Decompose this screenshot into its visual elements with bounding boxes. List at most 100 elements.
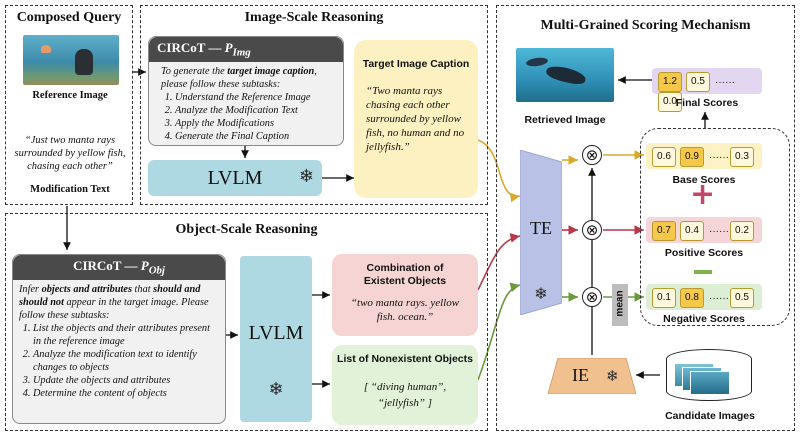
snowflake-icon: ❄ <box>606 369 619 385</box>
cot-obj-intro-c: appear in the target image. Please follo… <box>19 296 209 321</box>
retrieved-image <box>516 48 614 102</box>
cot-img-text: To generate the target image caption, pl… <box>149 62 343 143</box>
jellyfish-shape <box>41 45 51 53</box>
cot-obj-step: Analyze the modification text to identif… <box>33 348 219 374</box>
positive-score-cell: 0.2 <box>730 221 754 241</box>
multiply-icon: ⊗ <box>582 287 602 307</box>
negative-score-cell: 0.5 <box>730 288 754 308</box>
cot-img-header: CIRCoT — PImg <box>149 37 343 62</box>
target-caption-title: Target Image Caption <box>362 58 470 70</box>
retrieved-image-label: Retrieved Image <box>524 114 606 126</box>
snowflake-icon: ❄ <box>534 286 548 303</box>
candidate-image-thumb <box>690 371 730 395</box>
cot-obj-subscript: Obj <box>148 264 165 277</box>
cot-obj-intro-bold2: should and should not <box>19 283 201 308</box>
scoring-title: Multi-Grained Scoring Mechanism <box>540 18 751 33</box>
manta-ray-shape <box>525 56 549 68</box>
minus-sign <box>694 270 712 274</box>
image-encoder-block: IE ❄ <box>548 358 636 394</box>
mean-text: mean <box>614 290 626 317</box>
cot-obj-box: CIRCoT — PObj Infer objects and attribut… <box>12 254 226 424</box>
cot-obj-step: List the objects and their attributes pr… <box>33 322 219 348</box>
cot-obj-intro-b: that <box>131 283 154 295</box>
candidate-images-label: Candidate Images <box>665 410 755 422</box>
diver-shape <box>75 49 93 75</box>
text-encoder-shape <box>520 150 562 315</box>
image-scale-title: Image-Scale Reasoning <box>244 10 384 25</box>
arrow-nonexistent-to-te <box>477 282 521 381</box>
scoring-panel: Multi-Grained Scoring Mechanism <box>496 5 795 431</box>
positive-score-cell: 0.7 <box>652 221 676 241</box>
text-encoder-label: TE <box>530 218 552 238</box>
existent-objects-text: “two manta rays. yellow fish. ocean.” <box>350 297 460 323</box>
mean-label: mean <box>612 284 628 326</box>
negative-score-dots: ······ <box>709 292 729 304</box>
base-scores-label: Base Scores <box>672 174 736 186</box>
final-score-cell: 1.2 <box>658 72 682 92</box>
arrow-caption-to-te <box>477 139 521 203</box>
composed-query-panel: Composed Query Reference Image “Just two… <box>5 5 133 205</box>
multiply-icon: ⊗ <box>582 145 602 165</box>
negative-score-cell: 0.8 <box>680 288 704 308</box>
arrow-existent-to-te <box>477 233 521 291</box>
cot-img-step: Generate the Final Caption <box>175 130 335 143</box>
existent-objects-box: Combination of Existent Objects “two man… <box>332 254 478 336</box>
multiply-icon: ⊗ <box>582 220 602 240</box>
final-score-cell: 0.0 <box>658 92 682 112</box>
positive-scores-label: Positive Scores <box>664 247 744 259</box>
target-caption-text: “Two manta rays chasing each other surro… <box>366 85 465 153</box>
cot-obj-step: Update the objects and attributes <box>33 374 219 387</box>
base-score-cell: 0.9 <box>680 147 704 167</box>
cot-img-step: Understand the Reference Image <box>175 91 335 104</box>
negative-score-cell: 0.1 <box>652 288 676 308</box>
cot-obj-text: Infer objects and attributes that should… <box>13 280 225 400</box>
base-score-dots: ······ <box>709 151 729 163</box>
cot-obj-step: Determine the content of objects <box>33 387 219 400</box>
image-encoder-label: IE <box>572 365 589 385</box>
cot-img-intro-b: , please follow these subtasks: <box>161 65 317 90</box>
plus-sign: + <box>690 177 716 212</box>
manta-ray-shape <box>544 63 588 87</box>
composed-query-title: Composed Query <box>16 10 122 25</box>
final-score-dots: ······ <box>715 76 735 88</box>
positive-score-dots: ······ <box>709 225 729 237</box>
lvlm-object-label: LVLM <box>248 322 304 344</box>
final-scores-label: Final Scores <box>675 97 739 109</box>
cot-obj-intro-a: Infer <box>19 283 42 295</box>
cot-img-step: Apply the Modifications <box>175 117 335 130</box>
cot-img-box: CIRCoT — PImg To generate the target ima… <box>148 36 344 146</box>
cot-img-p: P <box>224 40 233 55</box>
existent-objects-title: Combination of Existent Objects <box>363 262 447 287</box>
negative-scores-label: Negative Scores <box>663 313 745 325</box>
nonexistent-objects-box: List of Nonexistent Objects [ “diving hu… <box>332 345 478 425</box>
cot-img-intro-bold: target image caption <box>227 65 315 77</box>
lvlm-image-block: LVLM ❄ <box>148 160 322 196</box>
modification-text: “Just two manta rays surrounded by yello… <box>14 135 126 172</box>
candidate-images <box>666 345 756 405</box>
reference-image-label: Reference Image <box>32 90 108 101</box>
modification-text-label: Modification Text <box>30 184 110 195</box>
target-caption-box: Target Image Caption “Two manta rays cha… <box>354 40 478 198</box>
base-score-cell: 0.6 <box>652 147 676 167</box>
snowflake-icon: ❄ <box>298 166 314 186</box>
reference-image <box>23 35 119 85</box>
cot-obj-intro-bold1: objects and attributes <box>41 283 132 295</box>
scores-group <box>640 128 790 326</box>
nonexistent-objects-text: [ “diving human”, “jellyfish” ] <box>363 381 447 409</box>
lvlm-image-label: LVLM <box>207 167 263 189</box>
text-encoder-block: TE ❄ <box>520 150 562 315</box>
cot-obj-steps: List the objects and their attributes pr… <box>19 322 219 400</box>
cot-img-step: Analyze the Modification Text <box>175 104 335 117</box>
cot-img-label: CIRCoT — <box>157 40 225 55</box>
image-encoder-shape <box>548 358 636 394</box>
final-score-cell: 0.5 <box>686 72 710 92</box>
snowflake-icon: ❄ <box>268 379 284 399</box>
cot-obj-label: CIRCoT — <box>73 258 141 273</box>
cot-obj-header: CIRCoT — PObj <box>13 255 225 280</box>
object-scale-title: Object-Scale Reasoning <box>175 222 318 237</box>
